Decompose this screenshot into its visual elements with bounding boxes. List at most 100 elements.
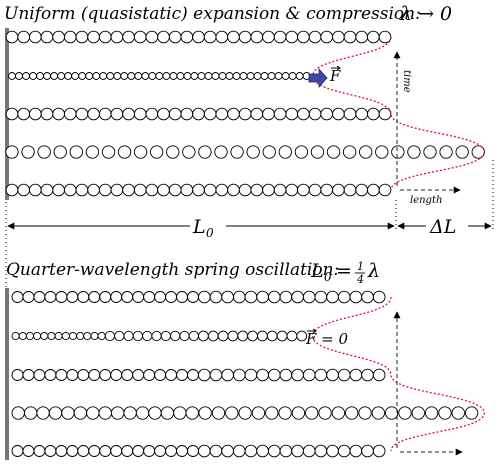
top-bead bbox=[40, 107, 54, 121]
bottom-bead bbox=[265, 406, 279, 420]
top-bead bbox=[75, 30, 89, 44]
bottom-bead bbox=[88, 369, 101, 381]
bottom-bead bbox=[337, 290, 351, 304]
top-bead bbox=[215, 30, 229, 44]
top-bead bbox=[63, 107, 77, 121]
bottom-bead bbox=[86, 406, 100, 420]
top-bead bbox=[297, 107, 310, 121]
top-bead bbox=[141, 72, 150, 80]
bottom-bead bbox=[154, 445, 167, 457]
top-bead bbox=[262, 183, 275, 197]
top-bead bbox=[238, 30, 252, 44]
bottom-bead bbox=[244, 368, 258, 382]
top-bead bbox=[29, 72, 38, 80]
bottom-bead bbox=[211, 406, 226, 420]
top-bead bbox=[308, 183, 322, 197]
top-bead bbox=[168, 30, 182, 44]
top-bead bbox=[274, 72, 283, 80]
bottom-bead bbox=[25, 331, 34, 341]
bottom-bead bbox=[198, 330, 209, 342]
top-bead bbox=[332, 183, 345, 197]
L0-sub: 0 bbox=[206, 226, 214, 240]
top-bead bbox=[157, 183, 170, 197]
bottom-bead bbox=[217, 330, 229, 342]
bottom-bead bbox=[44, 445, 57, 457]
top-bead bbox=[215, 183, 229, 197]
bottom-bead bbox=[160, 330, 171, 342]
bottom-bead bbox=[372, 290, 386, 304]
bottom-bead bbox=[104, 330, 116, 342]
dimension-lines: L 0 ΔL bbox=[5, 160, 494, 290]
bottom-bead bbox=[123, 406, 137, 420]
top-bead bbox=[262, 107, 275, 121]
top-bead bbox=[204, 72, 213, 80]
bottom-bead bbox=[76, 331, 85, 341]
bottom-bead bbox=[256, 368, 269, 382]
top-bead bbox=[98, 30, 112, 44]
bottom-bead bbox=[110, 369, 123, 381]
top-bead bbox=[218, 72, 227, 80]
top-bead bbox=[85, 72, 94, 80]
top-bead bbox=[101, 145, 116, 159]
bottom-bead bbox=[326, 444, 339, 458]
bottom-bead bbox=[302, 368, 316, 382]
bottom-bead bbox=[185, 406, 199, 420]
bottom-bead bbox=[36, 406, 50, 420]
top-bead bbox=[157, 107, 170, 121]
top-bead bbox=[157, 30, 170, 44]
bottom-bead bbox=[97, 331, 106, 341]
svg-text:λ: λ bbox=[367, 260, 380, 282]
bottom-bead bbox=[209, 368, 223, 382]
top-bead bbox=[180, 107, 194, 121]
top-bead bbox=[99, 72, 108, 80]
top-bead bbox=[40, 30, 54, 44]
top-bead bbox=[52, 30, 65, 44]
bottom-bead bbox=[256, 290, 269, 304]
top-bead bbox=[253, 72, 262, 80]
bottom-bead bbox=[33, 291, 46, 303]
top-bead bbox=[98, 107, 112, 121]
bottom-bead bbox=[187, 369, 199, 381]
bottom-bead bbox=[121, 369, 134, 381]
bottom-bead bbox=[33, 331, 42, 341]
top-bead bbox=[106, 72, 115, 80]
top-bead bbox=[285, 183, 299, 197]
bottom-bead bbox=[286, 330, 298, 342]
bottom-bead bbox=[110, 445, 123, 457]
bottom-bead bbox=[314, 368, 328, 382]
bottom-bead bbox=[90, 331, 99, 341]
bottom-bead bbox=[99, 291, 112, 303]
top-bead bbox=[192, 183, 205, 197]
top-bead bbox=[122, 183, 135, 197]
bottom-bead bbox=[48, 406, 63, 420]
bottom-bead bbox=[279, 444, 293, 458]
bottom-bead bbox=[187, 291, 199, 303]
bottom-bead bbox=[18, 331, 27, 341]
bottom-bead bbox=[33, 369, 46, 381]
bottom-bead bbox=[165, 369, 178, 381]
bottom-bead bbox=[291, 290, 304, 304]
bottom-bead bbox=[77, 291, 90, 303]
top-bead bbox=[215, 107, 229, 121]
top-bead bbox=[110, 30, 124, 44]
top-bead bbox=[343, 183, 357, 197]
top-bead bbox=[117, 145, 132, 159]
top-bead bbox=[43, 72, 52, 80]
top-bead bbox=[227, 183, 240, 197]
top-bead bbox=[113, 72, 122, 80]
top-bead bbox=[168, 183, 182, 197]
top-bead bbox=[273, 183, 287, 197]
top-bead bbox=[332, 30, 345, 44]
bottom-bead bbox=[44, 291, 57, 303]
bottom-bead bbox=[135, 406, 150, 420]
top-bead bbox=[69, 145, 83, 159]
bottom-bead bbox=[276, 330, 288, 342]
top-bead bbox=[297, 30, 310, 44]
bottom-bead bbox=[151, 330, 162, 342]
top-bead bbox=[183, 72, 192, 80]
bottom-bead bbox=[179, 330, 190, 342]
top-bead bbox=[342, 145, 357, 159]
bottom-bead bbox=[61, 406, 75, 420]
top-bead bbox=[281, 72, 290, 80]
